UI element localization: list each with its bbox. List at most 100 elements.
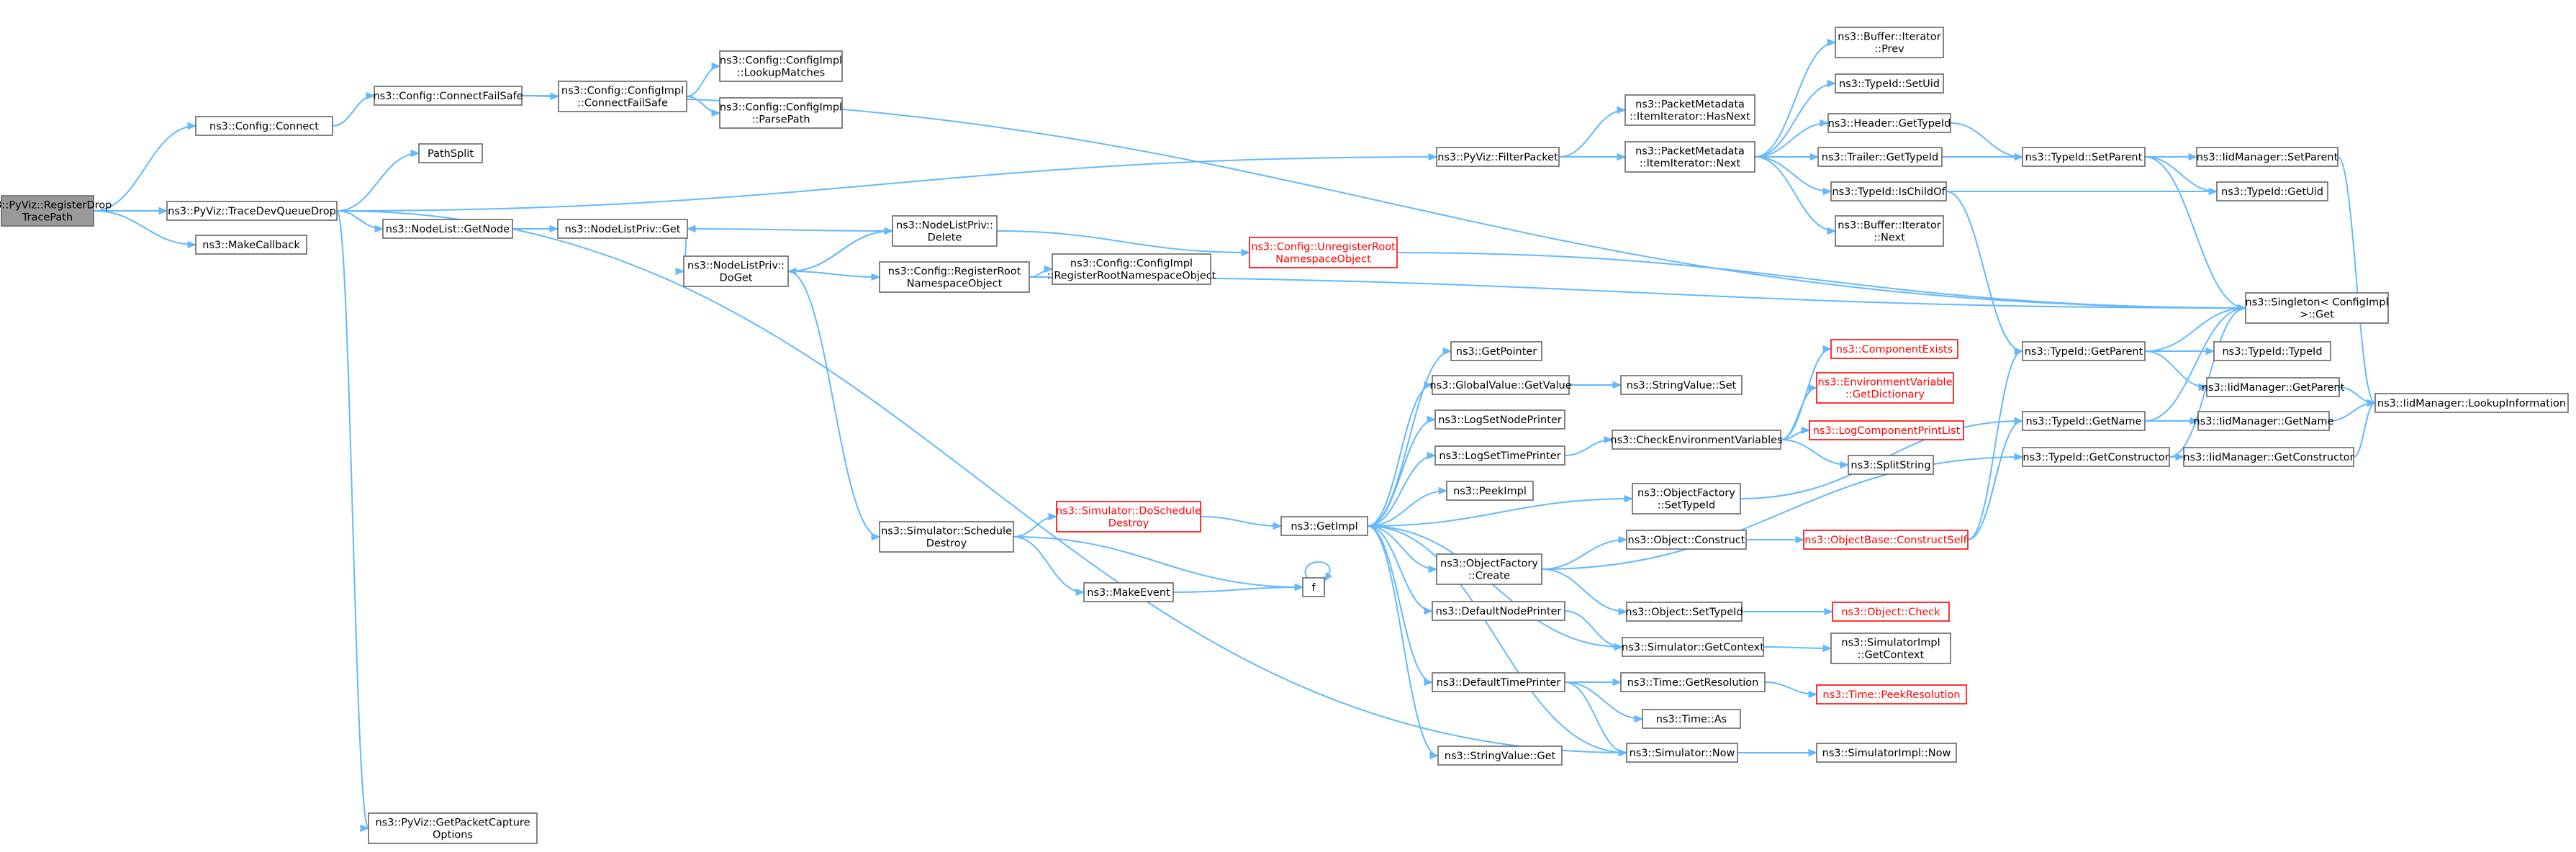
function-node-unregister-root[interactable]: ns3::Config::UnregisterRootNamespaceObje… (1249, 237, 1398, 268)
edge-arrowhead (1827, 79, 1837, 88)
function-node-component-exists[interactable]: ns3::ComponentExists (1830, 339, 1958, 359)
function-node-peek-impl[interactable]: ns3::PeekImpl (1446, 481, 1534, 501)
function-node-is-child-of[interactable]: ns3::TypeId::IsChildOf (1830, 181, 1947, 201)
function-node-object-construct[interactable]: ns3::Object::Construct (1626, 530, 1747, 550)
function-node-sim-now[interactable]: ns3::Simulator::Now (1626, 743, 1738, 763)
function-node-get-impl[interactable]: ns3::GetImpl (1280, 516, 1368, 536)
edge-arrowhead (1840, 461, 1850, 469)
function-node-f[interactable]: f (1302, 577, 1325, 597)
function-node-register-root[interactable]: ns3::Config::RegisterRootNamespaceObject (879, 261, 1030, 293)
function-node-time-as[interactable]: ns3::Time::As (1642, 709, 1741, 729)
function-node-set-uid[interactable]: ns3::TypeId::SetUid (1835, 73, 1944, 94)
function-node-lookup-information[interactable]: ns3::IidManager::LookupInformation (2374, 393, 2569, 413)
function-node-peek-resolution[interactable]: ns3::Time::PeekResolution (1816, 684, 1967, 704)
function-node-string-value-set[interactable]: ns3::StringValue::Set (1620, 375, 1743, 395)
call-edge (1367, 490, 1447, 527)
function-node-construct-self[interactable]: ns3::ObjectBase::ConstructSelf (1803, 530, 1969, 550)
function-node-object-check[interactable]: ns3::Object::Check (1832, 602, 1950, 622)
node-label: ns3::Singleton< ConfigImpl (2246, 297, 2389, 309)
function-node-log-component-print-list[interactable]: ns3::LogComponentPrintList (1809, 420, 1964, 440)
function-node-trace-dev-queue-drop[interactable]: ns3::PyViz::TraceDevQueueDrop (166, 201, 338, 221)
node-box (1803, 530, 1969, 550)
function-node-node-list-get-node[interactable]: ns3::NodeList::GetNode (382, 219, 513, 239)
node-label: ns3::Config::ConfigImpl (720, 55, 842, 67)
function-node-lookup-matches[interactable]: ns3::Config::ConfigImpl::LookupMatches (719, 50, 843, 82)
function-node-env-get-dictionary[interactable]: ns3::EnvironmentVariable::GetDictionary (1816, 372, 1954, 404)
function-node-object-set-type-id[interactable]: ns3::Object::SetTypeId (1625, 602, 1743, 622)
function-node-get-parent[interactable]: ns3::TypeId::GetParent (2022, 341, 2146, 361)
function-node-path-split[interactable]: PathSplit (418, 143, 483, 163)
call-edge (1367, 498, 1633, 527)
edge-arrowhead (1612, 678, 1622, 686)
edge-arrowhead (187, 240, 197, 249)
edge-arrowhead (871, 532, 881, 541)
function-node-type-id-ctor[interactable]: ns3::TypeId::TypeId (2213, 341, 2331, 361)
node-label: ns3::EnvironmentVariable (1817, 377, 1952, 389)
function-node-set-parent[interactable]: ns3::TypeId::SetParent (2022, 147, 2146, 167)
function-node-default-time-printer[interactable]: ns3::DefaultTimePrinter (1432, 672, 1565, 692)
function-node-impl-connect-fail-safe[interactable]: ns3::Config::ConfigImpl::ConnectFailSafe (558, 81, 687, 112)
edge-arrowhead (1820, 119, 1830, 127)
edge-arrowhead (1801, 426, 1811, 435)
function-node-log-set-time-printer[interactable]: ns3::LogSetTimePrinter (1434, 445, 1565, 466)
function-node-iid-get-name[interactable]: ns3::IidManager::GetName (2194, 411, 2334, 431)
node-label: ns3::Config::ConfigImpl (1070, 258, 1193, 270)
function-node-connect-fail-safe[interactable]: ns3::Config::ConnectFailSafe (373, 86, 523, 106)
function-node-log-set-node-printer[interactable]: ns3::LogSetNodePrinter (1434, 409, 1565, 430)
call-edge (1013, 536, 1085, 593)
function-node-make-callback[interactable]: ns3::MakeCallback (195, 235, 307, 255)
function-node-pm-next[interactable]: ns3::PacketMetadata::ItemIterator::Next (1624, 141, 1755, 173)
function-node-get-constructor[interactable]: ns3::TypeId::GetConstructor (2022, 447, 2170, 467)
function-node-split-string[interactable]: ns3::SplitString (1848, 455, 1934, 475)
function-node-get-uid[interactable]: ns3::TypeId::GetUid (2216, 181, 2328, 201)
node-box (382, 219, 513, 239)
function-node-trailer-get-type-id[interactable]: ns3::Trailer::GetTypeId (1817, 147, 1943, 167)
edge-arrowhead (1324, 571, 1333, 582)
function-node-default-node-printer[interactable]: ns3::DefaultNodePrinter (1432, 601, 1565, 621)
function-node-filter-packet[interactable]: ns3::PyViz::FilterPacket (1436, 147, 1560, 167)
function-node-singleton-get[interactable]: ns3::Singleton< ConfigImpl>::Get (2245, 292, 2389, 324)
function-node-impl-register-root[interactable]: ns3::Config::ConfigImpl::RegisterRootNam… (1047, 253, 1216, 285)
function-node-sim-get-context[interactable]: ns3::Simulator::GetContext (1622, 637, 1764, 657)
node-box (1848, 455, 1934, 475)
function-node-global-value-get-value[interactable]: ns3::GlobalValue::GetValue (1429, 375, 1572, 395)
function-node-parse-path[interactable]: ns3::Config::ConfigImpl::ParsePath (719, 97, 843, 129)
function-node-get-name[interactable]: ns3::TypeId::GetName (2022, 411, 2146, 431)
node-box (2197, 411, 2330, 431)
node-label: ns3::NodeListPriv:: (687, 260, 785, 272)
function-node-header-get-type-id[interactable]: ns3::Header::GetTypeId (1827, 113, 1951, 133)
function-node-sim-impl-get-context[interactable]: ns3::SimulatorImpl::GetContext (1830, 633, 1951, 664)
function-node-node-list-priv-get[interactable]: ns3::NodeListPriv::Get (557, 219, 688, 239)
function-node-sim-impl-now[interactable]: ns3::SimulatorImpl::Now (1816, 743, 1957, 763)
function-node-string-value-get[interactable]: ns3::StringValue::Get (1437, 746, 1563, 766)
function-node-connect[interactable]: ns3::Config::Connect (195, 116, 333, 136)
function-node-of-set-type-id[interactable]: ns3::ObjectFactory::SetTypeId (1632, 483, 1741, 515)
call-edge (2337, 156, 2376, 404)
node-label: ns3::PacketMetadata (1635, 146, 1745, 158)
function-node-iid-set-parent[interactable]: ns3::IidManager::SetParent (2196, 147, 2338, 167)
function-node-buf-next[interactable]: ns3::Buffer::Iterator::Next (1835, 215, 1944, 247)
function-node-node-list-priv-do-get[interactable]: ns3::NodeListPriv::DoGet (683, 255, 789, 287)
function-node-of-create[interactable]: ns3::ObjectFactory::Create (1436, 553, 1542, 585)
edge-arrowhead (1624, 494, 1634, 503)
function-node-get-pointer[interactable]: ns3::GetPointer (1450, 341, 1542, 361)
edge-arrowhead (1424, 678, 1434, 686)
edge-arrowhead (1429, 751, 1440, 760)
call-edge (1564, 610, 1623, 648)
call-edge (1763, 646, 1832, 649)
function-node-check-env[interactable]: ns3::CheckEnvironmentVariables (1610, 430, 1783, 450)
function-node-iid-get-parent[interactable]: ns3::IidManager::GetParent (2202, 377, 2345, 397)
node-box (1624, 141, 1755, 173)
function-node-buf-prev[interactable]: ns3::Buffer::Iterator::Prev (1835, 27, 1944, 58)
node-label: Destroy (926, 538, 967, 550)
edge-arrowhead (2014, 153, 2024, 161)
function-node-make-event[interactable]: ns3::MakeEvent (1083, 582, 1174, 602)
function-node-iid-get-constructor[interactable]: ns3::IidManager::GetConstructor (2183, 447, 2354, 467)
function-node-pm-has-next[interactable]: ns3::PacketMetadata::ItemIterator::HasNe… (1624, 94, 1755, 126)
function-node-node-list-priv-delete[interactable]: ns3::NodeListPriv::Delete (892, 215, 998, 247)
function-node-time-get-resolution[interactable]: ns3::Time::GetResolution (1620, 672, 1766, 692)
